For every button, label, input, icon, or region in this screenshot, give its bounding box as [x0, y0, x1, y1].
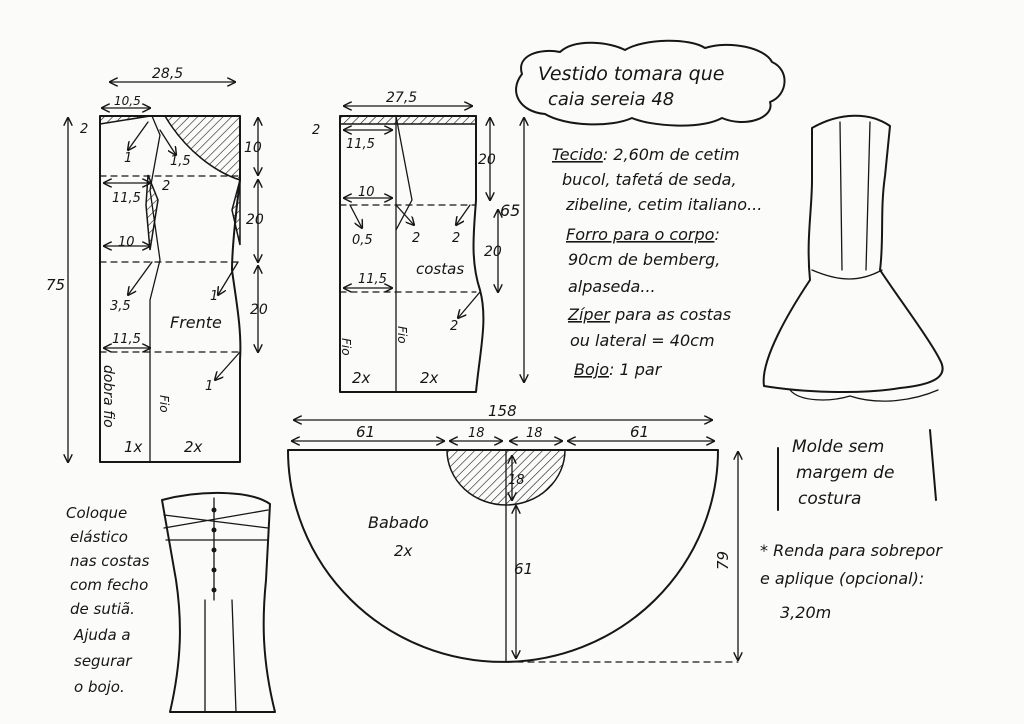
front-label: Frente [170, 313, 222, 332]
back-dim-11-5a: 11,5 [346, 137, 375, 152]
fabric-line2: bucol, tafetá de seda, [562, 170, 737, 189]
svg-text:margem de: margem de [796, 463, 894, 483]
back-grain-right: Fio [395, 326, 409, 344]
front-dim-bust: 2 [162, 179, 170, 194]
ruffle-dim-total: 158 [488, 402, 517, 420]
svg-text:Bojo: 1 par: Bojo: 1 par [574, 360, 663, 379]
svg-text:Forro para o corpo:: Forro para o corpo: [566, 225, 720, 244]
back-grain-left: Fio [339, 338, 353, 356]
svg-text:segurar: segurar [74, 652, 132, 670]
zipper-line1: para as costas [610, 305, 731, 324]
back-dim-05: 0,5 [352, 233, 373, 248]
back-copy-right: 2x [420, 369, 439, 387]
back-label: costas [416, 260, 464, 278]
ruffle-dim-inner-right: 18 [526, 426, 543, 441]
svg-text:Tecido: 2,60m de cetim: Tecido: 2,60m de cetim [552, 145, 740, 164]
svg-text:* Renda para sobrepor: * Renda para sobrepor [760, 541, 943, 560]
front-dim-hip: 11,5 [112, 332, 141, 347]
ruffle-label: Babado [368, 513, 429, 532]
front-dim-3-5: 3,5 [110, 299, 131, 314]
front-dim-20a: 20 [246, 212, 264, 228]
back-copy-left: 2x [352, 369, 371, 387]
front-dim-side: 1 [210, 289, 218, 304]
ruffle-dim-radius: 18 [508, 473, 525, 488]
fabric-line3: zibeline, cetim italiano... [565, 195, 762, 214]
cup-label: Bojo [574, 360, 609, 379]
lining-line2: alpaseda... [568, 277, 656, 296]
note-no-seam: Molde sem margem de costura [777, 429, 937, 511]
note-lace: * Renda para sobrepor e aplique (opciona… [760, 541, 943, 622]
title-cloud: Vestido tomara que caia sereia 48 [515, 39, 786, 127]
ruffle-dim-inner-left: 18 [468, 426, 485, 441]
back-dim-20a: 20 [478, 152, 496, 168]
zipper-label: Zíper [567, 305, 611, 324]
note-elastic: Coloque elástico nas costas com fecho de… [66, 504, 150, 696]
svg-text:de sutiã.: de sutiã. [70, 600, 135, 618]
lining-colon: : [714, 225, 719, 244]
materials-list: Tecido: 2,60m de cetim bucol, tafetá de … [552, 145, 762, 379]
fabric-line1: : 2,60m de cetim [603, 145, 740, 164]
front-dim-dart1: 1 [124, 151, 132, 166]
front-grain: Fio [157, 395, 171, 413]
title-line1: Vestido tomara que [538, 63, 724, 85]
back-dim-length: 65 [500, 201, 520, 220]
zipper-line2: ou lateral = 40cm [570, 331, 715, 350]
ruffle-dim-height: 79 [714, 551, 732, 570]
svg-text:nas costas: nas costas [70, 552, 150, 570]
front-dim-10: 10 [244, 140, 262, 156]
back-dim-top: 2 [312, 123, 320, 138]
svg-text:o bojo.: o bojo. [74, 678, 125, 696]
front-dim-dart2: 1,5 [170, 154, 191, 169]
front-dim-length: 75 [46, 276, 65, 294]
back-piece: 27,5 2 11,5 20 10 0,5 2 2 65 20 11,5 2 c… [312, 90, 524, 393]
svg-text:Ajuda a: Ajuda a [73, 626, 131, 644]
front-dim-11-5: 11,5 [112, 191, 141, 206]
front-copy-right: 2x [184, 438, 203, 456]
cup-value: : 1 par [609, 360, 663, 379]
lining-label: Forro para o corpo [566, 225, 715, 244]
dress-front-sketch-icon [762, 114, 944, 402]
lining-line1: 90cm de bemberg, [568, 250, 720, 269]
front-piece: 28,5 10,5 2 1 1,5 10 2 11,5 20 10 1 3,5 … [46, 66, 268, 463]
back-dim-side: 2 [452, 231, 460, 246]
svg-text:elástico: elástico [70, 528, 128, 546]
svg-text:com fecho: com fecho [70, 576, 148, 594]
svg-text:costura: costura [798, 489, 861, 509]
svg-text:Molde sem: Molde sem [792, 437, 884, 457]
back-dim-20b: 20 [484, 244, 502, 260]
front-dim-neck: 10,5 [114, 94, 141, 108]
front-dim-top: 2 [80, 122, 88, 137]
back-dim-hip: 11,5 [358, 272, 387, 287]
front-dim-width: 28,5 [152, 66, 183, 82]
ruffle-copies: 2x [394, 542, 413, 560]
svg-text:e aplique (opcional):: e aplique (opcional): [760, 569, 924, 588]
ruffle-dim-left: 61 [356, 423, 375, 441]
title-line2: caia sereia 48 [548, 89, 674, 110]
svg-text:3,20m: 3,20m [780, 603, 831, 622]
svg-text:Coloque: Coloque [66, 504, 127, 522]
back-dim-dart: 2 [412, 231, 420, 246]
front-copy-left: 1x [124, 438, 143, 456]
back-dim-waist: 10 [358, 185, 375, 200]
ruffle-dim-depth: 61 [514, 560, 533, 578]
front-dim-waist: 10 [118, 235, 135, 250]
front-dim-20b: 20 [250, 302, 268, 318]
front-fold-label: dobra fio [100, 365, 116, 428]
dress-back-sketch-icon [161, 491, 276, 713]
front-dim-hem: 1 [205, 379, 213, 394]
ruffle-dim-right: 61 [630, 423, 649, 441]
fabric-label: Tecido [552, 145, 603, 164]
ruffle-piece: 158 61 18 18 61 18 61 79 Babado 2x [287, 402, 738, 663]
back-dim-width: 27,5 [386, 90, 417, 106]
svg-text:Zíper para as costas: Zíper para as costas [567, 305, 731, 324]
back-dim-hem: 2 [450, 319, 458, 334]
